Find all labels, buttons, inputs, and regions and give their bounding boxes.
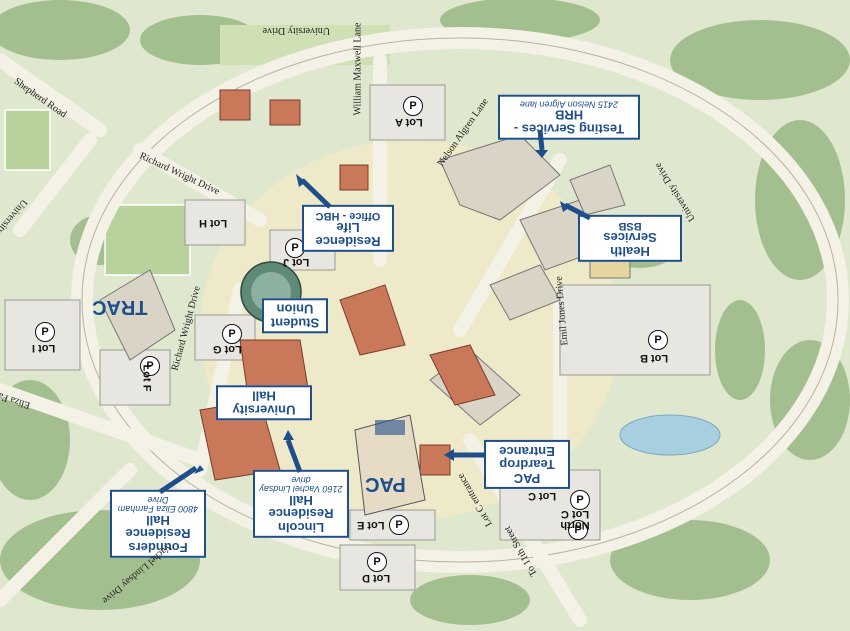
university-hall-title: University Hall: [232, 388, 296, 418]
lot-e-label[interactable]: Lot E: [357, 519, 385, 531]
lot-c-label[interactable]: Lot C: [528, 490, 557, 502]
lot-g-label[interactable]: Lot G: [213, 343, 242, 355]
lot-d-label[interactable]: Lot D: [362, 572, 391, 584]
pac-teardrop-callout[interactable]: PAC Teardrop Entrance: [484, 440, 570, 489]
north-lot-c-label[interactable]: North Lot C: [560, 508, 590, 531]
parking-icon-lot-c: P: [570, 490, 590, 510]
parking-icon-lot-a: P: [403, 96, 423, 116]
university-hall-callout[interactable]: University Hall: [216, 385, 312, 421]
residence-life-callout[interactable]: Residence Life Office - HBC: [302, 205, 394, 252]
testing-services-callout[interactable]: Testing Services - HRB 2415 Nelson Algre…: [498, 95, 640, 140]
parking-icon-lot-e: P: [389, 515, 409, 535]
lot-f-label[interactable]: Lot F: [140, 364, 153, 392]
founders-hall-line2: Residence Hall: [125, 512, 191, 542]
parking-icon-lot-g: P: [222, 324, 242, 344]
lincoln-hall-title: Lincoln: [277, 519, 325, 535]
student-union-title: Student: [270, 315, 320, 331]
residence-life-title: Residence Life: [315, 220, 381, 249]
health-services-subtitle: BSB: [618, 219, 642, 232]
lincoln-hall-line2: Residence Hall: [268, 492, 334, 522]
testing-services-title: Testing Services - HRB: [513, 108, 625, 137]
parking-icon-lot-i: P: [35, 322, 55, 342]
pac-teardrop-subtitle: Entrance: [499, 443, 555, 459]
parking-icon-north-lot-c: P: [568, 520, 588, 540]
lincoln-hall-address: 2160 Vachel Lindsay drive: [259, 474, 343, 494]
health-services-title: Health Services: [603, 230, 657, 259]
parking-icon-lot-d: P: [367, 552, 387, 572]
health-services-callout[interactable]: Health Services BSB: [578, 215, 682, 262]
founders-hall-address: 4800 Eliza Farnham Drive: [117, 494, 199, 514]
lot-b-label[interactable]: Lot B: [640, 352, 669, 364]
lot-a-label[interactable]: Lot A: [395, 116, 423, 128]
pac-teardrop-title: PAC Teardrop: [499, 457, 555, 486]
parking-icon-lot-f: P: [140, 356, 160, 376]
student-union-callout[interactable]: Student Union: [262, 298, 328, 334]
testing-services-address: 2415 Nelson Algren lane: [519, 99, 619, 110]
lot-i-label[interactable]: Lot I: [32, 342, 56, 354]
parking-icon-lot-b: P: [648, 330, 668, 350]
trac-building-label[interactable]: TRAC: [92, 296, 148, 318]
residence-life-subtitle: Office - HBC: [315, 209, 381, 222]
william-maxwell-lane-label: William Maxwell Lane: [352, 22, 364, 116]
university-drive-top-label: University Drive: [262, 25, 331, 36]
pac-building-label[interactable]: PAC: [365, 473, 406, 495]
student-union-subtitle: Union: [276, 301, 314, 317]
lot-h-label[interactable]: Lot H: [199, 217, 228, 229]
lincoln-hall-callout[interactable]: Lincoln Residence Hall 2160 Vachel Linds…: [253, 470, 349, 538]
lot-j-label[interactable]: Lot J: [283, 256, 310, 268]
